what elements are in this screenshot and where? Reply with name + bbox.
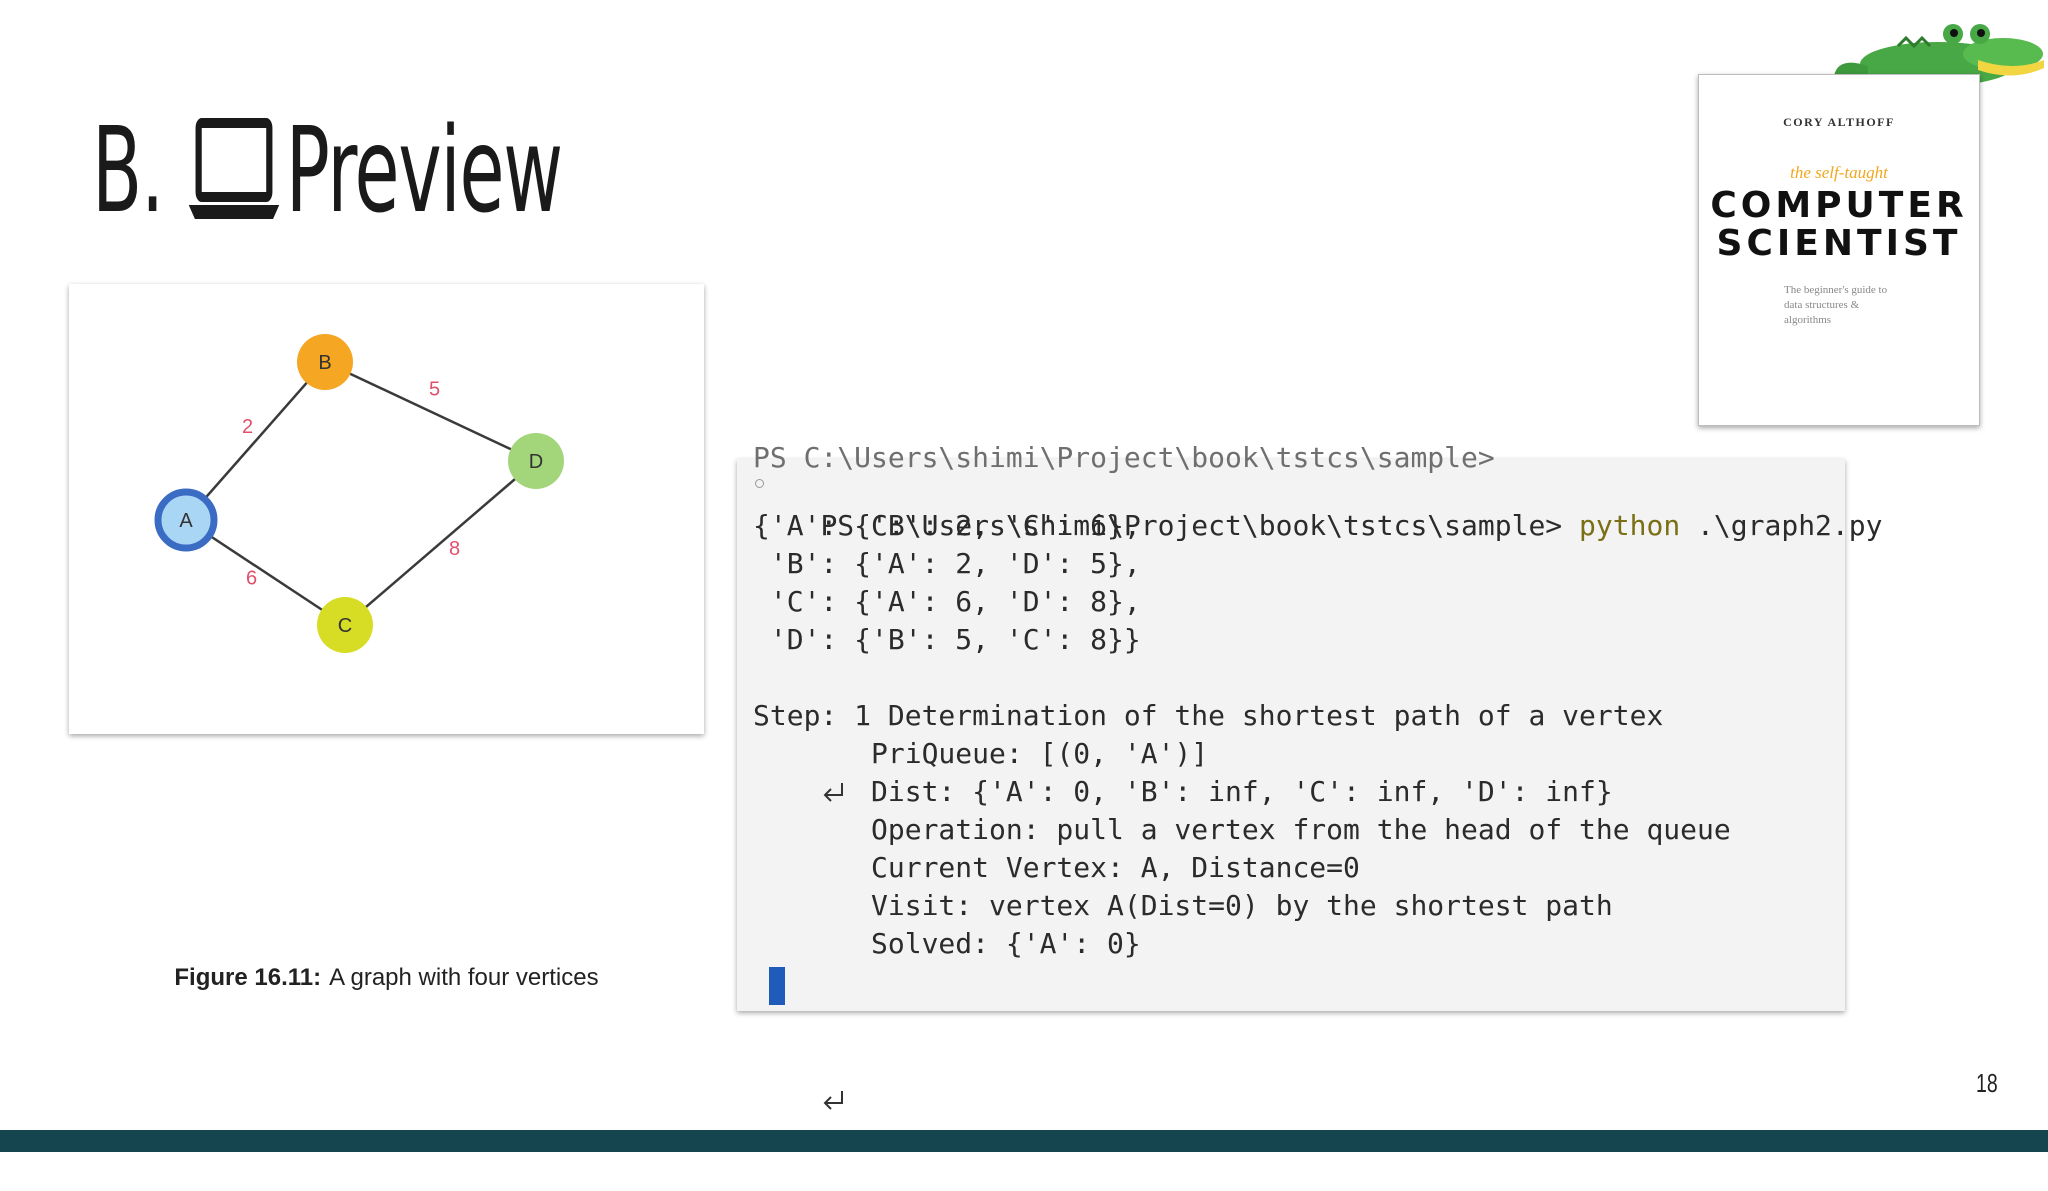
output-line: 'D': {'B': 5, 'C': 8}} [753, 623, 1141, 656]
terminal-output[interactable]: PS C:\Users\shimi\Project\book\tstcs\sam… [737, 441, 1882, 1110]
command-name: python [1579, 509, 1681, 542]
output-line: Solved: {'A': 0} [753, 927, 1141, 960]
book-author: CORY ALTHOFF [1783, 115, 1895, 129]
output-line: Visit: vertex A(Dist=0) by the shortest … [753, 889, 1613, 922]
input-line[interactable] [753, 967, 848, 1110]
graph-node-circle [508, 433, 564, 489]
text-cursor [769, 967, 785, 1005]
slide-title: B. Preview [92, 100, 563, 240]
graph-node-label: D [529, 451, 543, 473]
title-prefix: B. [92, 101, 164, 239]
command-argument: .\graph2.py [1697, 509, 1883, 542]
footer-bar [0, 1130, 2048, 1152]
graph-edge-A-B [185, 361, 326, 521]
graph-node-C: C [317, 597, 373, 653]
graph-node-D: D [508, 433, 564, 489]
graph-node-B: B [297, 334, 353, 390]
shell-prompt: PS C:\Users\shimi\Project\book\tstcs\sam… [820, 509, 1563, 542]
laptop-icon [188, 115, 281, 225]
edge-weight-label: 8 [449, 538, 460, 560]
graph-diagram: 2 5 6 8 A B C D [154, 334, 564, 653]
graph-node-label: A [179, 510, 193, 532]
graph-edge-B-D [324, 360, 537, 463]
graph-node-label: C [338, 615, 352, 637]
previous-prompt-line: PS C:\Users\shimi\Project\book\tstcs\sam… [753, 441, 1495, 474]
page-number: 18 [1976, 1068, 1998, 1098]
output-line: PriQueue: [(0, 'A')] [753, 737, 1209, 770]
edge-weight-label: 5 [429, 379, 440, 401]
figure-caption-label: Figure 16.11: [174, 964, 322, 991]
output-line: 'B': {'A': 2, 'D': 5}, [753, 547, 1141, 580]
graph-figure: 2 5 6 8 A B C D Figure 16.11: A graph with four… [69, 284, 704, 991]
book-cover: CORY ALTHOFF the self-taught COMPUTER SC… [1698, 74, 1980, 426]
book-title-line1: COMPUTER [1710, 185, 1968, 226]
graph-node-circle [317, 597, 373, 653]
book-title-line2: SCIENTIST [1716, 223, 1962, 264]
graph-edge-C-D [344, 460, 537, 626]
graph-edge-A-C [185, 518, 346, 627]
output-line: Dist: {'A': 0, 'B': inf, 'C': inf, 'D': … [753, 775, 1613, 808]
graph-node-A: A [154, 488, 218, 552]
output-line: Step: 1 Determination of the shortest pa… [753, 699, 1664, 732]
output-line: 'C': {'A': 6, 'D': 8}, [753, 585, 1141, 618]
command-line: PS C:\Users\shimi\Project\book\tstcs\sam… [753, 469, 1882, 542]
title-text: Preview [285, 101, 563, 239]
graph-node-circle [154, 488, 218, 552]
output-line [753, 659, 848, 802]
edge-weight-label: 6 [246, 568, 257, 590]
edge-weight-label: 2 [242, 416, 253, 438]
figure-caption-text: A graph with four vertices [329, 964, 599, 991]
figure-caption: Figure 16.11: A graph with four vertices [69, 964, 704, 992]
output-line: {'A': {'B': 2, 'C': 6}, [753, 509, 1141, 542]
return-arrow-icon [820, 1011, 848, 1110]
output-line: Current Vertex: A, Distance=0 [753, 851, 1360, 884]
book-subtitle: The beginner's guide to data structures … [1784, 284, 1888, 326]
graph-node-label: B [318, 352, 331, 374]
book-kicker: the self-taught [1790, 163, 1888, 182]
gutter-dot-icon [755, 479, 764, 488]
return-arrow-icon [820, 703, 848, 802]
graph-node-circle [297, 334, 353, 390]
output-line: Operation: pull a vertex from the head o… [753, 813, 1731, 846]
